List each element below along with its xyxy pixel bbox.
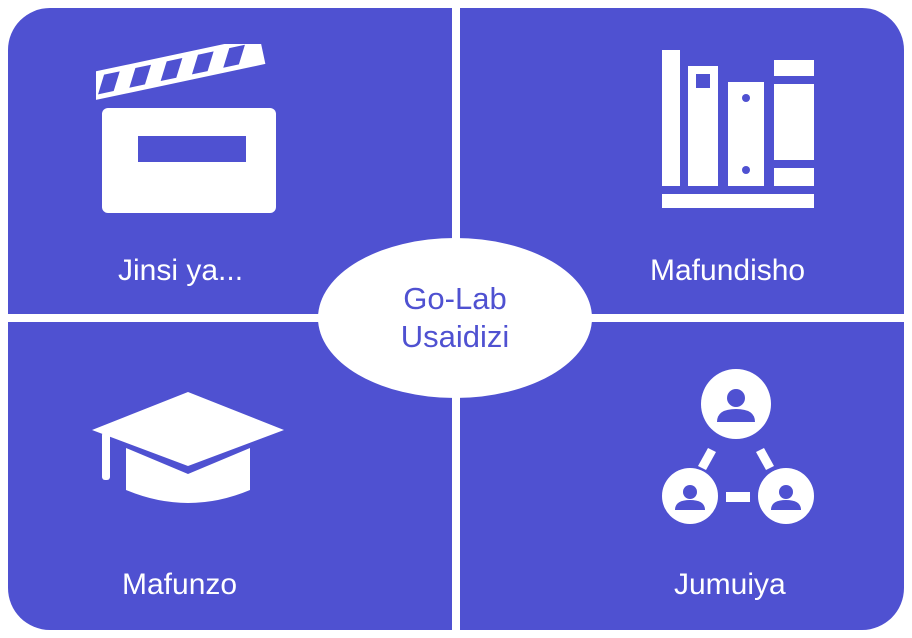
community-icon [662, 369, 814, 524]
center-title-line2: Usaidizi [400, 319, 510, 354]
go-lab-help-center-button[interactable]: Go-Lab Usaidizi [318, 238, 592, 398]
books-icon [662, 50, 814, 208]
graduation-cap-icon [92, 392, 284, 503]
tile-label: Mafundisho [650, 254, 806, 287]
tile-label: Jinsi ya... [118, 254, 244, 287]
tile-label: Jumuiya [674, 568, 786, 601]
clapperboard-icon [96, 44, 276, 213]
center-title-line1: Go-Lab [403, 281, 507, 316]
tile-label: Mafunzo [122, 568, 238, 601]
tile-mafunzo[interactable]: Mafunzo [8, 322, 452, 630]
tile-jinsi-ya[interactable]: Jinsi ya... [8, 8, 452, 314]
tile-mafundisho[interactable]: Mafundisho [460, 8, 904, 314]
